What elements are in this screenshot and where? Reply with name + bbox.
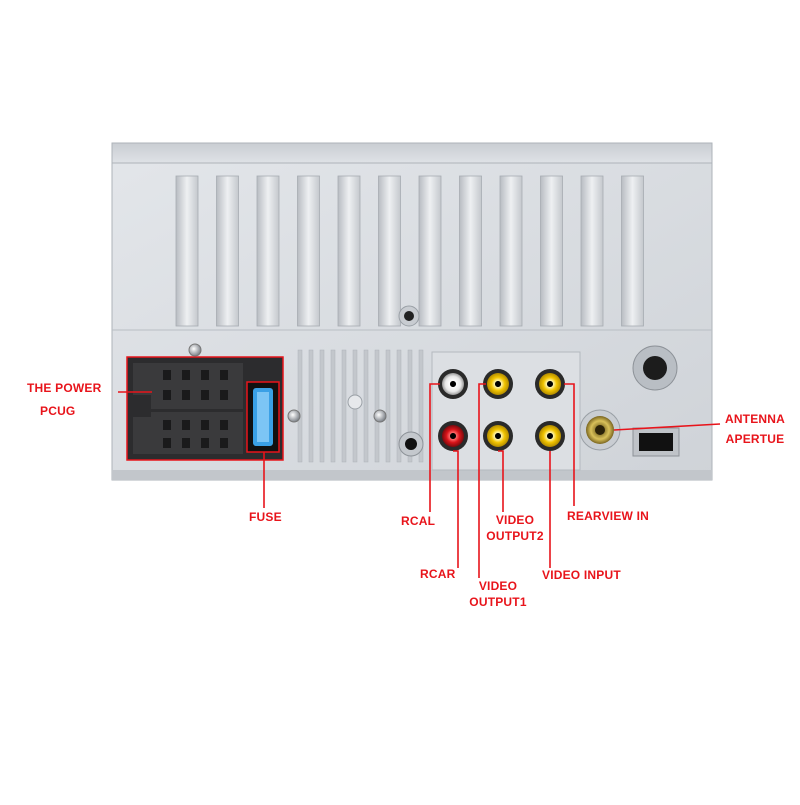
vent-slot: [330, 349, 336, 463]
rcal-jack: [438, 369, 468, 399]
screw: [398, 305, 420, 327]
label-fuse: FUSE: [249, 510, 282, 524]
vent-slot: [297, 349, 303, 463]
heatsink-fin: [378, 175, 401, 327]
aux-jack: [398, 431, 424, 457]
connector-pin: [220, 390, 228, 400]
label-video-input: VIDEO INPUT: [542, 568, 621, 582]
connector-pin: [201, 370, 209, 380]
connector-pin: [201, 438, 209, 448]
connector-pin: [163, 420, 171, 430]
label-pcug: PCUG: [40, 404, 76, 418]
video-output2-jack: [483, 369, 513, 399]
heatsink-fin: [580, 175, 604, 327]
vent-slots: [297, 349, 424, 463]
heatsink-fin: [418, 175, 442, 327]
vent-slot: [308, 349, 314, 463]
heatsink-fin: [337, 175, 361, 327]
rca-jacks: [438, 369, 565, 451]
label-video-output2-line2: OUTPUT2: [486, 529, 544, 543]
heatsink-fin: [175, 175, 199, 327]
iso-socket: [632, 427, 680, 457]
label-rearview-in: REARVIEW IN: [567, 509, 649, 523]
label-rcar: RCAR: [420, 567, 456, 581]
connector-pin: [182, 438, 190, 448]
annotation-lines: [118, 383, 721, 578]
vent-slot: [363, 349, 369, 463]
vent-slot: [418, 349, 424, 463]
mount-hole: [632, 345, 678, 391]
label-video-output2-line1: VIDEO: [495, 513, 535, 527]
heatsink-fins: [175, 175, 644, 327]
label-antenna: ANTENNA APERTUE: [718, 411, 792, 447]
video-output1-jack: [483, 421, 513, 451]
heatsink-fin: [540, 175, 563, 327]
label-video-output2: VIDEO OUTPUT2: [485, 512, 545, 544]
connector-pin: [201, 390, 209, 400]
vent-slot: [374, 349, 380, 463]
label-rcal: RCAL: [401, 514, 436, 528]
label-video-output1-line2: OUTPUT1: [469, 595, 527, 609]
connector-pin: [220, 438, 228, 448]
heatsink-fin: [216, 175, 239, 327]
connector-pin: [182, 390, 190, 400]
vent-slot: [407, 349, 413, 463]
label-antenna-line2: APERTUE: [725, 432, 785, 446]
label-antenna-line1: ANTENNA: [724, 412, 786, 426]
vent-slot: [341, 349, 347, 463]
vent-slot: [396, 349, 402, 463]
connector-pin: [163, 390, 171, 400]
heatsink-fin: [621, 175, 644, 327]
vent-slot: [319, 349, 325, 463]
connector-pin: [182, 370, 190, 380]
antenna-socket: [579, 409, 621, 451]
heatsink-fin: [499, 175, 523, 327]
connector-pin: [163, 438, 171, 448]
heatsink-fin: [459, 175, 482, 327]
heatsink-fin: [297, 175, 320, 327]
vent-slot: [385, 349, 391, 463]
label-the-power: THE POWER: [27, 381, 102, 395]
connector-pin: [220, 420, 228, 430]
rearview-in-jack: [535, 369, 565, 399]
label-video-output1: VIDEO OUTPUT1: [468, 578, 528, 610]
label-video-output1-line1: VIDEO: [478, 579, 518, 593]
rcar-jack: [438, 421, 468, 451]
connector-pin: [163, 370, 171, 380]
connector-pin: [220, 370, 228, 380]
fuse: [246, 381, 280, 453]
heatsink-fin: [256, 175, 280, 327]
video-input-jack: [535, 421, 565, 451]
connector-pin: [182, 420, 190, 430]
connector-pin: [201, 420, 209, 430]
